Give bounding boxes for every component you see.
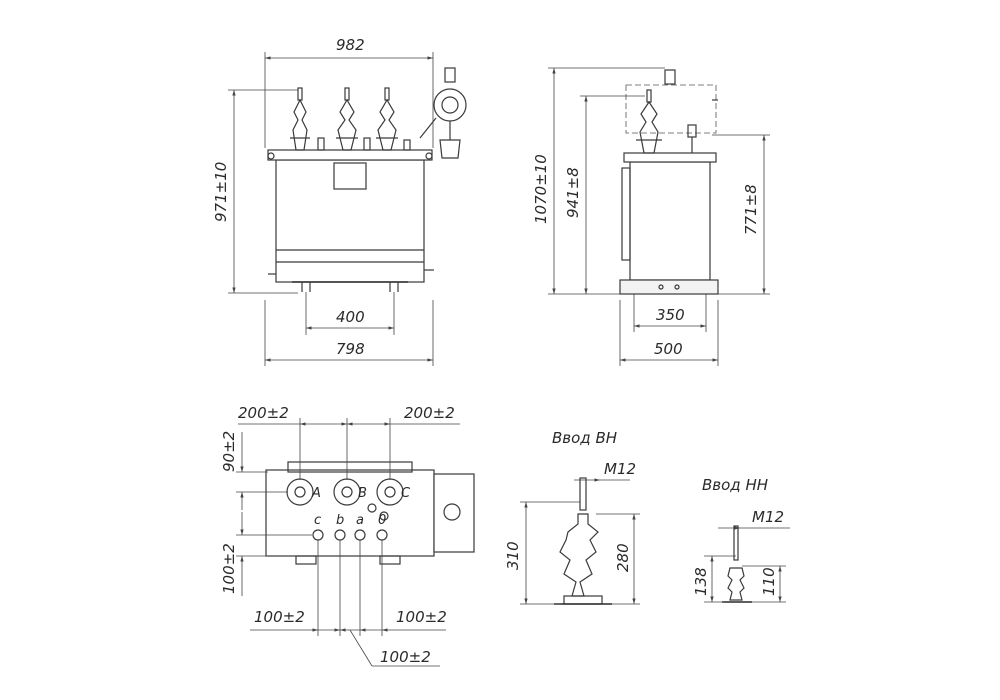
- dim-side-height-to-cover: 771±8: [742, 184, 760, 235]
- hv-bushing-height-body: 280: [614, 543, 632, 572]
- lv-bushing-height-total: 138: [692, 567, 710, 596]
- hv-bushing-detail: Ввод ВН M12 310 280: [504, 429, 640, 605]
- phase-label-hv-c: C: [401, 486, 411, 501]
- dim-side-height-to-top: 941±8: [564, 167, 582, 218]
- dim-top-spacing-left: 200±2: [238, 404, 289, 422]
- dim-top-lv-offset: 100±2: [220, 543, 238, 594]
- dim-front-overall-width: 982: [336, 36, 365, 54]
- lv-bushing-height-body: 110: [760, 567, 778, 596]
- lv-bushing-detail: Ввод НН M12 138 110: [692, 476, 790, 603]
- dim-front-overall-height: 971±10: [212, 162, 230, 222]
- dim-side-overall-height: 1070±10: [532, 154, 550, 224]
- hv-bushing-height-total: 310: [504, 541, 522, 570]
- dim-front-wheel-span: 400: [336, 308, 365, 326]
- phase-label-lv-b: b: [336, 513, 344, 528]
- dim-side-wheel-span: 350: [656, 306, 685, 324]
- dim-front-base-width: 798: [336, 340, 365, 358]
- phase-label-lv-c: c: [314, 513, 321, 528]
- side-view: 1070±10 941±8 771±8 350 500: [532, 67, 770, 366]
- phase-label-lv-0: 0: [378, 513, 386, 528]
- dim-top-hv-offset: 90±2: [220, 431, 238, 472]
- hv-bushing-thread: M12: [604, 460, 636, 478]
- hv-bushing-title: Ввод ВН: [552, 429, 617, 447]
- front-hv-bushing-c: [376, 87, 398, 151]
- front-hv-bushing-a: [290, 87, 310, 151]
- front-view: 982 971±10 400 798: [212, 36, 467, 366]
- phase-label-hv-b: B: [358, 486, 367, 501]
- dim-top-lv-spacing-right: 100±2: [396, 608, 447, 626]
- phase-label-lv-a: a: [356, 513, 364, 528]
- lv-bushing-thread: M12: [752, 508, 784, 526]
- dim-side-base-width: 500: [654, 340, 683, 358]
- phase-label-hv-a: A: [311, 486, 321, 501]
- dim-top-spacing-right: 200±2: [404, 404, 455, 422]
- front-hv-bushing-b: [336, 87, 358, 151]
- dim-top-lv-spacing-left: 100±2: [254, 608, 305, 626]
- dim-top-lv-spacing-mid: 100±2: [380, 648, 431, 666]
- top-view: A B C c b a 0 200±2 200±2 90±2 100±2: [220, 404, 475, 667]
- lv-bushing-title: Ввод НН: [702, 476, 768, 494]
- front-oil-gauge: [419, 67, 467, 159]
